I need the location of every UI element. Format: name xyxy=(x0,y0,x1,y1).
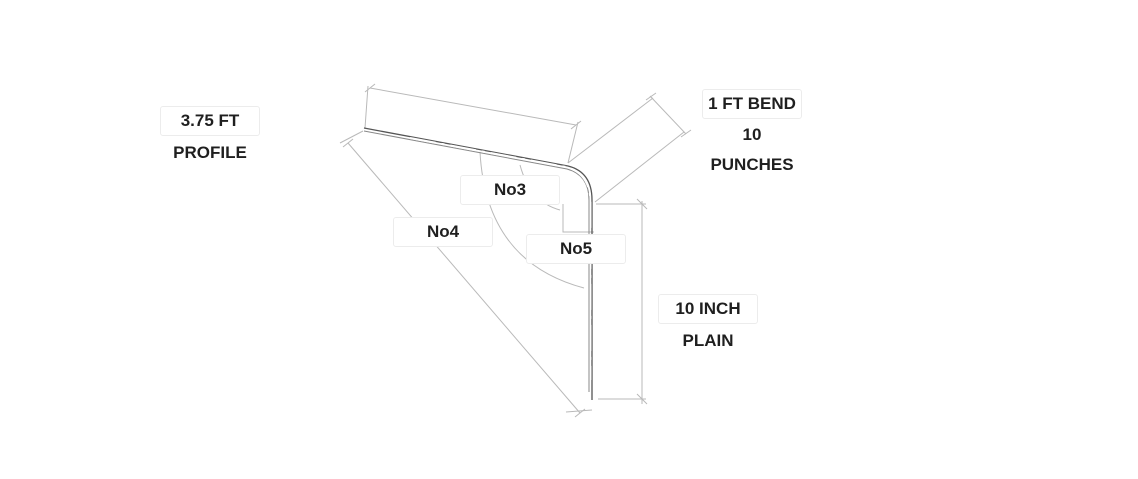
profile-extension-right xyxy=(567,121,579,164)
profile-tick-left xyxy=(364,83,376,93)
profile-outer-edge xyxy=(363,127,593,400)
profile-centerline xyxy=(409,137,592,380)
profile-dimension-line xyxy=(369,87,577,126)
bend-extension-lower xyxy=(594,131,685,203)
profile-inner-edge xyxy=(363,130,590,392)
profile-length-label: 3.75 FT xyxy=(160,106,260,136)
overall-extension-bottom xyxy=(565,409,593,413)
marker-no3: No3 xyxy=(460,175,560,205)
plain-caption: PLAIN xyxy=(682,331,734,350)
profile-tick-right xyxy=(570,120,582,130)
overall-tick-bottom xyxy=(574,408,586,418)
plain-length-label: 10 INCH xyxy=(658,294,758,324)
marker-no4: No4 xyxy=(393,217,493,247)
bend-dimension xyxy=(567,92,692,203)
bend-length-label: 1 FT BEND xyxy=(702,89,802,119)
overall-dimension xyxy=(339,130,593,418)
bend-count: 10 xyxy=(742,125,762,144)
overall-dimension-line xyxy=(347,142,581,414)
bent-profile xyxy=(363,127,593,400)
bend-caption: PUNCHES xyxy=(710,155,794,174)
right-angle-mark xyxy=(562,204,594,233)
profile-caption: PROFILE xyxy=(173,143,247,162)
plain-tick-bottom xyxy=(636,393,648,405)
plain-tick-top xyxy=(636,198,648,210)
marker-no5: No5 xyxy=(526,234,626,264)
bend-tick-top xyxy=(645,92,657,101)
bend-dimension-line xyxy=(649,95,687,135)
bend-extension-upper xyxy=(567,97,654,164)
plain-dimension xyxy=(596,198,648,405)
profile-extension-left xyxy=(364,85,369,129)
bend-tick-bottom xyxy=(680,129,692,138)
angle-arc-large xyxy=(479,151,585,289)
overall-tick-top xyxy=(342,138,354,148)
overall-extension-top xyxy=(339,130,364,144)
profile-dimension xyxy=(364,83,582,164)
